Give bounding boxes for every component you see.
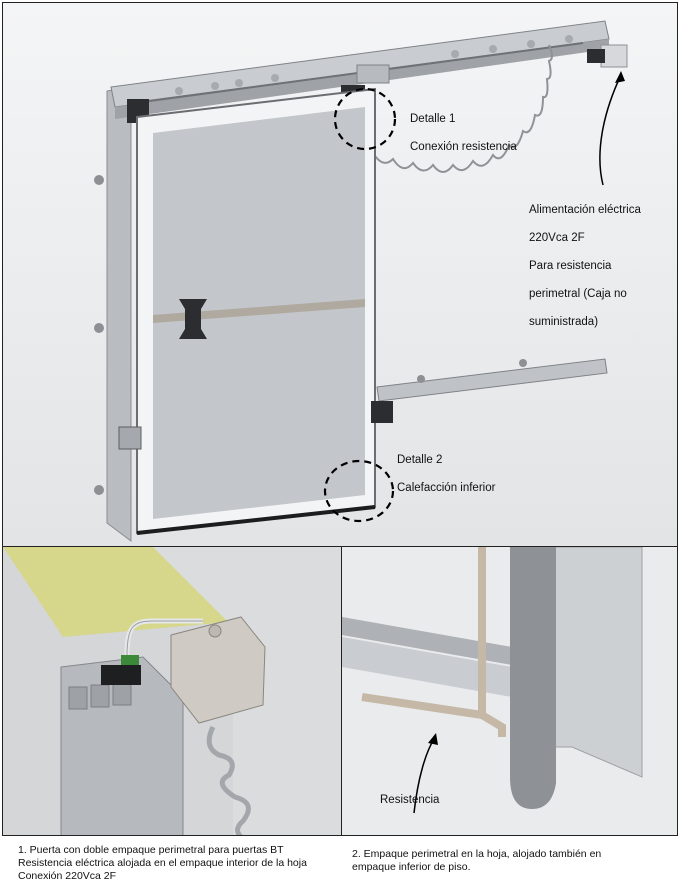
detail-2-title: Detalle 2 bbox=[397, 454, 443, 466]
wall-pins bbox=[94, 175, 104, 495]
detail-2-label: Detalle 2 Calefacción inferior bbox=[397, 439, 495, 509]
caption-left-line-2: Resistencia eléctrica alojada en el empa… bbox=[18, 857, 307, 869]
power-arrow bbox=[599, 74, 622, 186]
detail-1-panel bbox=[2, 546, 342, 836]
door-overview-panel: Detalle 1 Conexión resistencia Detalle 2… bbox=[2, 2, 678, 548]
caption-left-line-1: 1. Puerta con doble empaque perimetral p… bbox=[18, 844, 284, 856]
detail-2-panel: Resistencia bbox=[341, 546, 678, 836]
detail-2-subtitle: Calefacción inferior bbox=[397, 482, 496, 494]
detail-1-label: Detalle 1 Conexión resistencia bbox=[410, 98, 517, 168]
caption-right-line-1: 2. Empaque perimetral en la hoja, alojad… bbox=[352, 848, 602, 860]
terminal bbox=[121, 655, 139, 665]
door-band bbox=[153, 299, 365, 323]
power-line-4: perimetral (Caja no bbox=[529, 288, 627, 300]
power-line-3: Para resistencia bbox=[529, 260, 612, 272]
heater-illustration bbox=[342, 547, 677, 835]
detail-1-title: Detalle 1 bbox=[410, 113, 456, 125]
caption-left-line-3: Conexión 220Vca 2F bbox=[18, 870, 117, 882]
gasket-profile bbox=[510, 547, 556, 809]
caption-right: 2. Empaque perimetral en la hoja, alojad… bbox=[352, 848, 601, 874]
lower-guide-rail bbox=[376, 358, 608, 402]
caption-left: 1. Puerta con doble empaque perimetral p… bbox=[18, 844, 307, 883]
detail-1-circle bbox=[333, 87, 397, 151]
power-supply-label: Alimentación eléctrica 220Vca 2F Para re… bbox=[529, 189, 641, 343]
connection-illustration bbox=[3, 547, 266, 835]
floor-rail bbox=[342, 617, 512, 665]
junction-box bbox=[170, 616, 266, 724]
frame-post bbox=[106, 86, 132, 542]
power-line-1: Alimentación eléctrica bbox=[529, 204, 641, 216]
insulation-foam bbox=[3, 547, 228, 637]
power-line-2: 220Vca 2F bbox=[529, 232, 585, 244]
resistance-label: Resistencia bbox=[380, 794, 440, 806]
power-line-5: suministrada) bbox=[529, 316, 599, 328]
coiled-cable bbox=[372, 44, 553, 173]
detail-1-subtitle: Conexión resistencia bbox=[410, 141, 517, 153]
door-illustration bbox=[94, 20, 628, 542]
caption-right-line-2: empaque inferior de piso. bbox=[352, 861, 471, 873]
latch bbox=[118, 426, 142, 450]
door-handle bbox=[179, 299, 207, 339]
detail-2-circle bbox=[323, 459, 395, 523]
gasket bbox=[101, 665, 141, 685]
